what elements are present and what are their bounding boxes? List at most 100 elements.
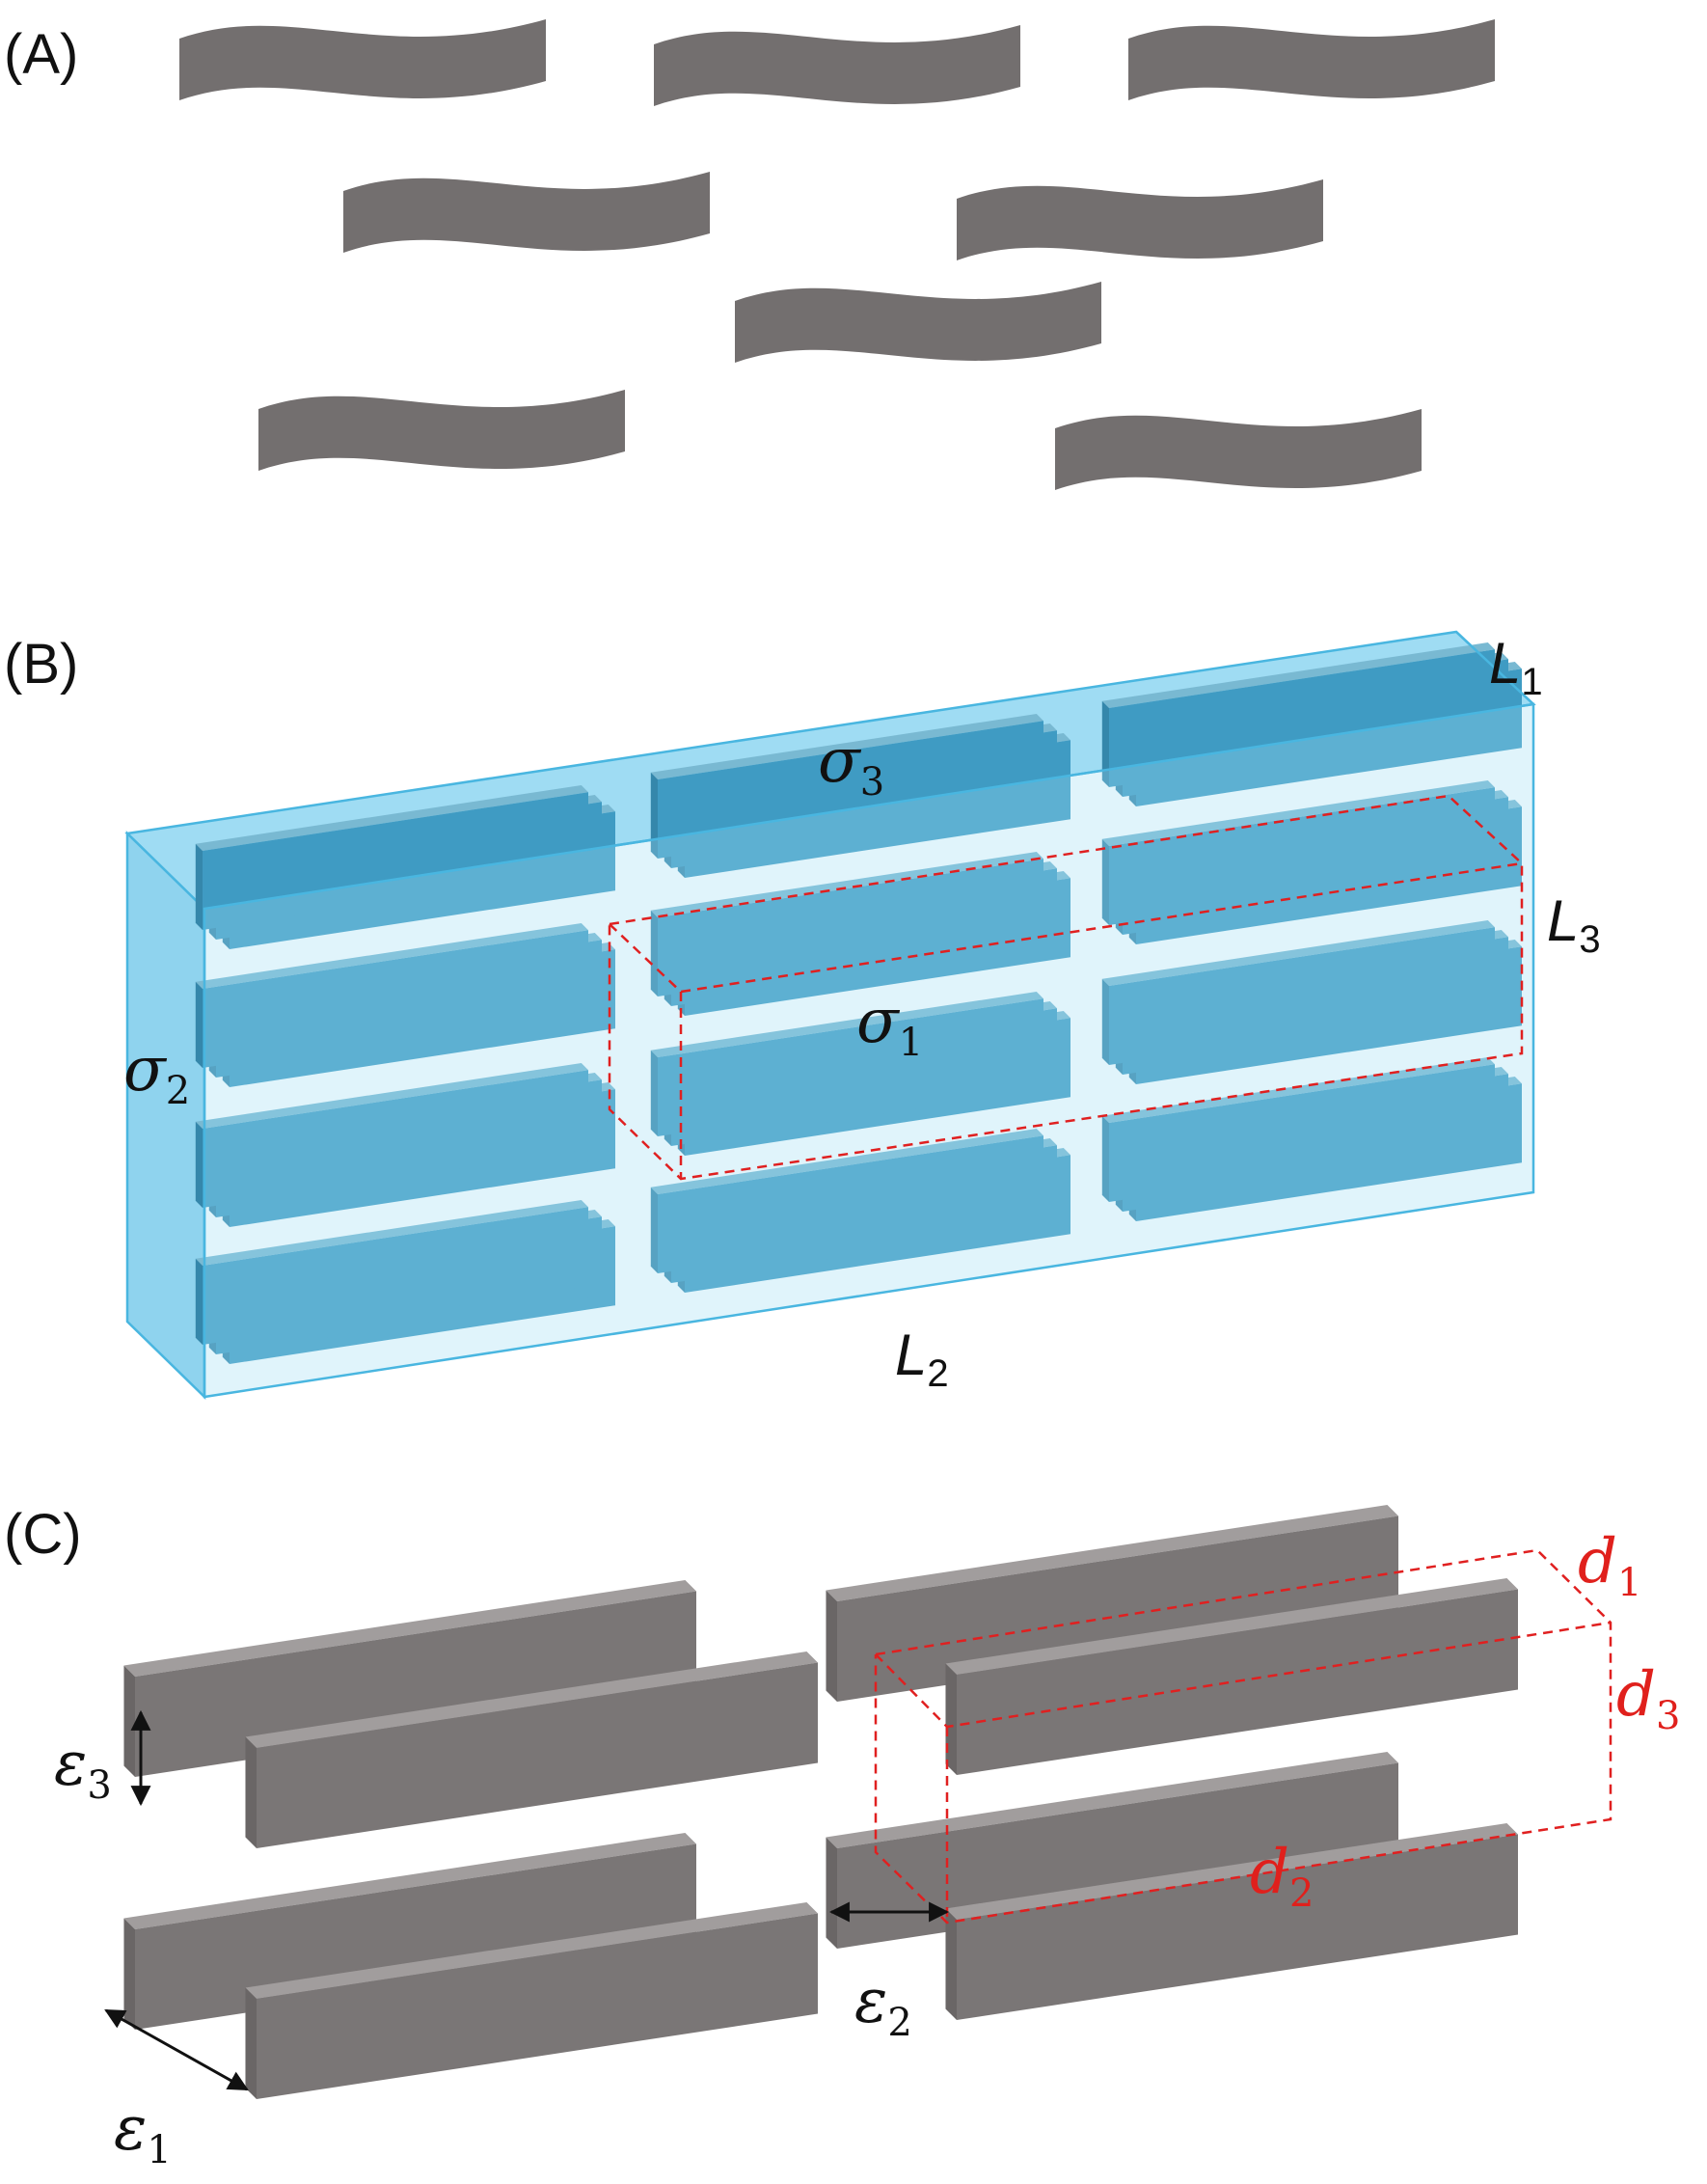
nanoplatelet bbox=[195, 1063, 589, 1208]
label-eps3: ε3 bbox=[54, 1729, 112, 1808]
rod-top bbox=[123, 1580, 697, 1677]
nanoplatelet-front bbox=[203, 930, 588, 1068]
nanoplatelet bbox=[650, 1129, 1043, 1273]
nanoplatelet-front bbox=[203, 1207, 588, 1345]
nanoplatelet-side bbox=[195, 1258, 203, 1345]
rod-top bbox=[826, 1752, 1398, 1848]
nanoplatelet-top bbox=[195, 785, 589, 851]
rod-side bbox=[826, 1837, 837, 1949]
matrix-edge bbox=[1455, 631, 1534, 705]
rod-top bbox=[945, 1823, 1518, 1920]
rod-front bbox=[257, 1913, 818, 2099]
wavy-flake bbox=[343, 172, 710, 253]
panel-a-label: (A) bbox=[4, 23, 78, 86]
nanoplatelet-side bbox=[650, 910, 658, 996]
nanoplatelet-side bbox=[1101, 838, 1109, 925]
nanoplatelet bbox=[1101, 920, 1495, 1065]
rve-top-edge bbox=[609, 861, 1523, 994]
nanoplatelet-top bbox=[195, 1063, 589, 1129]
nanoplatelet bbox=[1101, 1057, 1495, 1202]
rod-side bbox=[945, 1908, 957, 2020]
rod-side bbox=[123, 1918, 135, 2030]
rod-top bbox=[245, 1902, 819, 1999]
label-d3: d3 bbox=[1616, 1659, 1680, 1738]
nanoplatelet-side bbox=[195, 981, 203, 1068]
rve-outline bbox=[608, 794, 1524, 1181]
label-L2: L2 bbox=[895, 1323, 949, 1395]
rod-side bbox=[826, 1590, 837, 1702]
nanoplatelet-side bbox=[650, 1050, 658, 1136]
wavy-flake bbox=[735, 282, 1101, 363]
nanoplatelet-top bbox=[650, 852, 1043, 917]
rod-side bbox=[123, 1665, 135, 1777]
wavy-flake bbox=[258, 390, 625, 471]
label-L1: L1 bbox=[1489, 631, 1543, 703]
nanoplatelet-side bbox=[650, 1187, 658, 1273]
nanoplatelet bbox=[195, 785, 589, 930]
rod-top bbox=[123, 1833, 697, 1929]
nanoplatelet bbox=[195, 1200, 589, 1345]
rod bbox=[826, 1505, 1398, 1702]
label-sigma2: σ2 bbox=[123, 1034, 190, 1113]
nanoplatelet-front bbox=[203, 792, 588, 930]
nanoplatelet bbox=[1101, 780, 1495, 925]
label-d2: d2 bbox=[1250, 1837, 1314, 1916]
nanoplatelet-front bbox=[1109, 787, 1495, 925]
rod bbox=[245, 1652, 819, 1848]
nanoplatelet-side bbox=[1101, 700, 1109, 787]
wavy-flake bbox=[1128, 19, 1495, 100]
nanoplatelet-top bbox=[1101, 1057, 1495, 1123]
rods-group bbox=[123, 1505, 1518, 2099]
wavy-flake bbox=[957, 179, 1323, 260]
nanoplatelet-front bbox=[1109, 649, 1495, 787]
rod-side bbox=[945, 1663, 957, 1775]
wavy-flakes-group bbox=[179, 19, 1495, 490]
rod-top bbox=[826, 1505, 1398, 1601]
nanoplatelet bbox=[650, 852, 1043, 996]
rod-top bbox=[245, 1652, 819, 1748]
nanoplatelet-top bbox=[650, 714, 1043, 779]
label-sigma3: σ3 bbox=[818, 725, 884, 805]
nanoplatelet-top bbox=[1101, 642, 1495, 708]
rod-front bbox=[837, 1762, 1398, 1949]
nanoplatelet-top bbox=[650, 1129, 1043, 1194]
nanoplatelet-side bbox=[195, 1121, 203, 1208]
matrix-front-face bbox=[203, 702, 1535, 1399]
matrix-side-face bbox=[125, 831, 206, 1400]
nanoplatelet-top bbox=[195, 1200, 589, 1266]
panel-b-label: (B) bbox=[4, 633, 78, 696]
nanoplatelet-top bbox=[650, 992, 1043, 1057]
nanoplatelet-front bbox=[203, 1070, 588, 1208]
nanoplatelet-side bbox=[650, 772, 658, 859]
rod bbox=[945, 1823, 1518, 2020]
unit-cell-outline bbox=[874, 1548, 1612, 1925]
nanoplatelet-top bbox=[1101, 780, 1495, 846]
matrix-box-front bbox=[203, 631, 1535, 1399]
rod-side bbox=[245, 1987, 257, 2099]
label-d1: d1 bbox=[1578, 1526, 1641, 1605]
epsilon1-arrow bbox=[104, 2008, 249, 2091]
rod-top bbox=[945, 1578, 1518, 1675]
wavy-flake bbox=[654, 25, 1020, 106]
nanoplatelet bbox=[195, 923, 589, 1068]
nanoplatelet-side bbox=[1101, 1115, 1109, 1202]
nanoplatelet-front bbox=[1109, 1064, 1495, 1202]
label-eps1: ε1 bbox=[114, 2093, 172, 2172]
label-sigma1: σ1 bbox=[856, 986, 923, 1065]
rod-front bbox=[257, 1662, 818, 1848]
label-L3: L3 bbox=[1547, 888, 1601, 961]
rod-side bbox=[245, 1736, 257, 1848]
nanoplatelet bbox=[650, 992, 1043, 1136]
unit-cell-dashed-box bbox=[874, 1548, 1612, 1925]
nanoplatelet-front bbox=[1109, 927, 1495, 1065]
nanoplatelet-top bbox=[1101, 920, 1495, 986]
rod-front bbox=[135, 1591, 696, 1777]
representative-volume-dashed-box bbox=[608, 794, 1524, 1181]
nanoplatelet-top bbox=[195, 923, 589, 989]
nanoplatelet-side bbox=[1101, 978, 1109, 1065]
nanoplatelet-front bbox=[658, 1135, 1043, 1273]
wavy-flake bbox=[1055, 409, 1422, 490]
label-eps2: ε2 bbox=[854, 1966, 912, 2045]
nanoplatelet bbox=[1101, 642, 1495, 787]
